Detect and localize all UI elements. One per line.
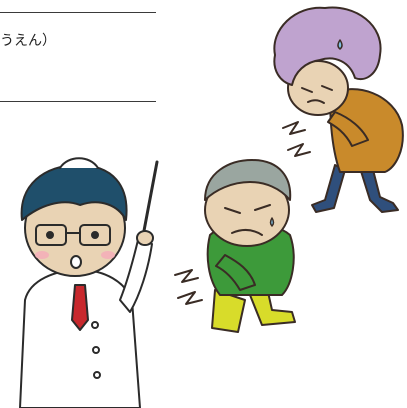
doctor-eye-left [46, 231, 54, 239]
grandma-figure [273, 6, 404, 213]
grandpa-figure [174, 159, 296, 333]
grandpa-mouth [231, 229, 263, 236]
pain-mark-icon [282, 121, 306, 135]
grandpa-hair [204, 159, 292, 201]
doctor-mouth [70, 255, 82, 269]
grandma-eye-left [301, 87, 313, 93]
grandma-mouth [307, 99, 325, 104]
coat-button [92, 346, 100, 354]
doctor-figure [19, 157, 159, 408]
doctor-head-mirror [59, 157, 99, 169]
coat-button [91, 321, 99, 329]
doctor-cheek [35, 251, 49, 259]
doctor-hand [136, 230, 154, 246]
doctor-hair [20, 164, 128, 221]
doctor-cheek [101, 251, 115, 259]
grandpa-eye-left [224, 207, 241, 214]
grandma-eye-right [321, 85, 333, 91]
pain-mark-icon [287, 143, 311, 157]
header-bottom-rule [0, 101, 156, 102]
coat-button [93, 371, 101, 379]
glasses-icon [35, 224, 67, 246]
doctor-arm [119, 239, 153, 313]
pointer-stick [141, 160, 159, 238]
grandma-arm [327, 111, 369, 147]
sweat-drop-icon [337, 39, 343, 50]
grandpa-arm [215, 254, 256, 291]
grandpa-pants-right [249, 291, 296, 326]
glasses-icon [79, 224, 111, 246]
pain-mark-icon [174, 269, 199, 283]
grandpa-pants-left [211, 289, 246, 333]
pain-mark-icon [177, 291, 203, 305]
header-top-rule [0, 12, 156, 13]
sweat-drop-icon [269, 217, 275, 227]
doctor-tie [71, 284, 89, 331]
grandma-sweater [329, 88, 404, 173]
grandpa-eye-right [254, 204, 271, 211]
doctor-eye-right [91, 231, 99, 239]
header-text: うえん） [0, 33, 56, 49]
grandma-hair [273, 6, 382, 86]
